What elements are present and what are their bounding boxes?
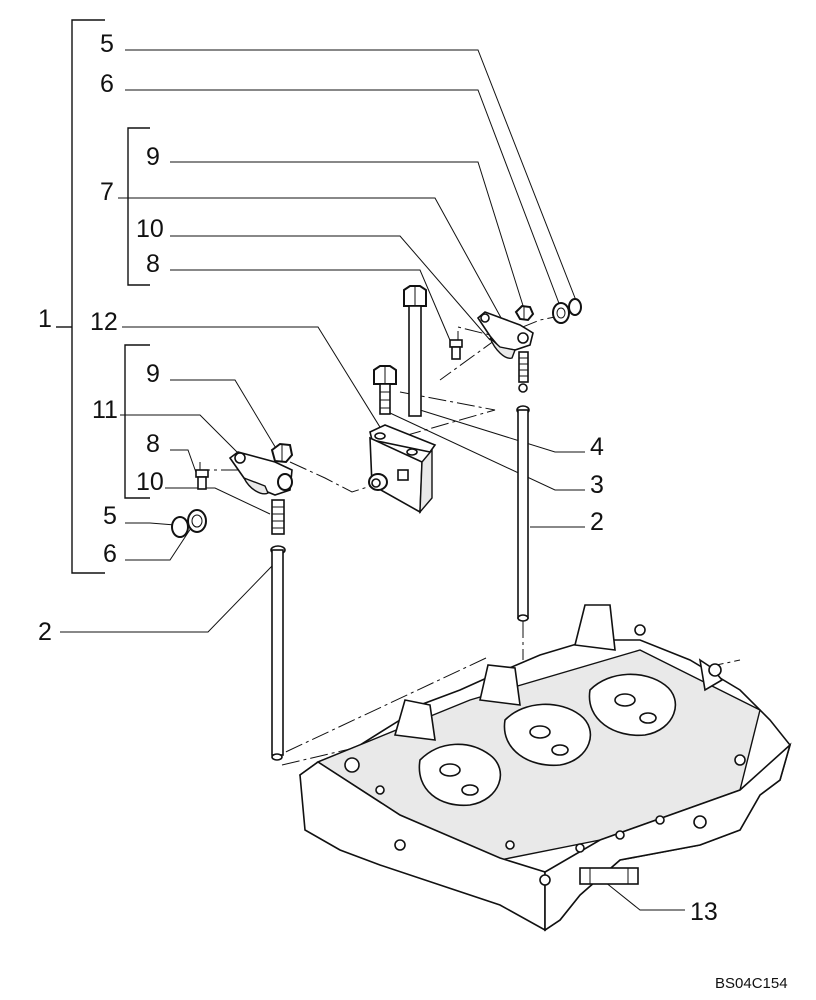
callout-9-top: 9	[146, 143, 160, 171]
screw-lower-8	[195, 469, 209, 490]
leader-lines	[60, 49, 685, 911]
short-bolt-3	[373, 365, 397, 415]
cylinder-head	[299, 604, 792, 932]
callout-5-bottom: 5	[103, 502, 117, 530]
bracket-subassembly-lower	[124, 344, 150, 499]
callout-13: 13	[690, 898, 718, 926]
retaining-ring-upper-5	[568, 298, 582, 316]
push-rod-right	[516, 405, 530, 622]
adjuster-nut-lower	[270, 442, 294, 464]
screw-upper-8	[449, 339, 463, 360]
callout-labels: 1 5 6 9 7 10 8 12 9 11 8 10 5 6 2 4 3 2 …	[38, 30, 718, 926]
adjuster-screw-lower	[271, 499, 285, 535]
rocker-arm-upper	[476, 311, 534, 359]
callout-12: 12	[90, 308, 118, 336]
push-rod-left	[270, 545, 286, 761]
rocker-arm-lower	[228, 451, 293, 496]
adjuster-screw-upper	[518, 351, 529, 393]
washer-lower-6	[187, 509, 207, 533]
callout-1: 1	[38, 305, 52, 333]
callout-4: 4	[590, 433, 604, 461]
callout-3: 3	[590, 471, 604, 499]
drawing-code: BS04C154	[715, 975, 788, 992]
callout-2-right: 2	[590, 508, 604, 536]
callout-10-bottom: 10	[136, 468, 164, 496]
retaining-ring-lower-5	[171, 516, 189, 538]
adjuster-nut-upper	[514, 304, 535, 322]
callout-6-bottom: 6	[103, 540, 117, 568]
long-bolt-4	[403, 285, 427, 417]
callout-8-bottom: 8	[146, 430, 160, 458]
callout-6-top: 6	[100, 70, 114, 98]
callout-8-top: 8	[146, 250, 160, 278]
washer-upper-6	[552, 302, 570, 324]
callout-10-top: 10	[136, 215, 164, 243]
callout-5-top: 5	[100, 30, 114, 58]
callout-11: 11	[92, 396, 118, 424]
bracket-assembly-1	[56, 19, 105, 574]
callout-7: 7	[100, 178, 114, 206]
callout-9-bottom: 9	[146, 360, 160, 388]
callout-2-left: 2	[38, 618, 52, 646]
bracket-subassembly-upper	[127, 127, 150, 286]
rocker-support-12	[368, 424, 437, 514]
